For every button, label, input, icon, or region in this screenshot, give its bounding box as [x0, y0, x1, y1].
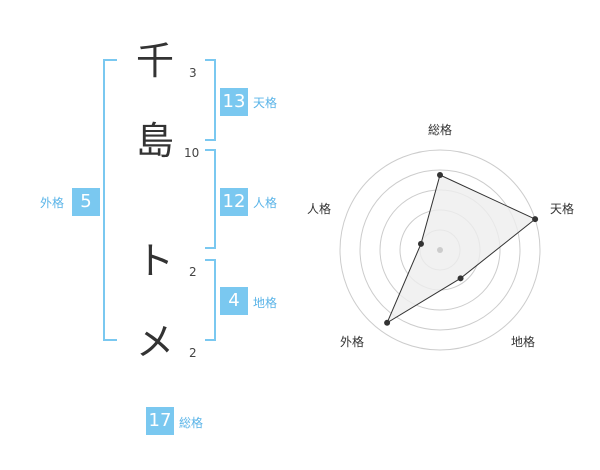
- radar-axis-label-chikaku: 地格: [511, 335, 536, 349]
- chikaku-bracket: [205, 259, 216, 341]
- radar-grid-ring: [339, 149, 541, 351]
- stroke-count-4: 2: [189, 346, 197, 360]
- stroke-count-2: 10: [184, 146, 200, 160]
- jinkaku-badge: 12: [220, 188, 248, 216]
- radar-point: [384, 319, 391, 326]
- radar-axis-label-tenkaku: 天格: [550, 202, 575, 216]
- radar-axis-label-jinkaku: 人格: [307, 202, 332, 216]
- stroke-count-3: 2: [189, 265, 197, 279]
- name-char-3: ト: [135, 239, 174, 283]
- soukaku-badge: 17: [146, 407, 174, 435]
- gaikaku-label: 外格: [40, 196, 65, 210]
- name-char-2: 島: [135, 119, 174, 163]
- name-char-4: メ: [135, 320, 174, 364]
- chikaku-label: 地格: [253, 296, 278, 310]
- radar-center-dot: [437, 247, 443, 253]
- jinkaku-bracket: [205, 149, 216, 249]
- radar-point: [417, 240, 424, 247]
- gaikaku-badge: 5: [72, 188, 100, 216]
- tenkaku-bracket: [205, 59, 216, 141]
- gaikaku-bracket: [103, 59, 117, 341]
- chikaku-badge: 4: [220, 287, 248, 315]
- stroke-count-1: 3: [189, 66, 197, 80]
- radar-point: [457, 275, 464, 282]
- soukaku-label: 総格: [179, 416, 204, 430]
- radar-point: [437, 172, 443, 178]
- name-char-1: 千: [135, 39, 174, 83]
- radar-axis-label-gaikaku: 外格: [340, 335, 365, 349]
- tenkaku-badge: 13: [220, 88, 248, 116]
- radar-polygon: [386, 174, 537, 325]
- radar-point: [532, 216, 539, 223]
- radar-axis-label-soukaku: 総格: [428, 123, 453, 137]
- radar-grid-ring: [359, 169, 521, 331]
- jinkaku-label: 人格: [253, 196, 278, 210]
- tenkaku-label: 天格: [253, 96, 278, 110]
